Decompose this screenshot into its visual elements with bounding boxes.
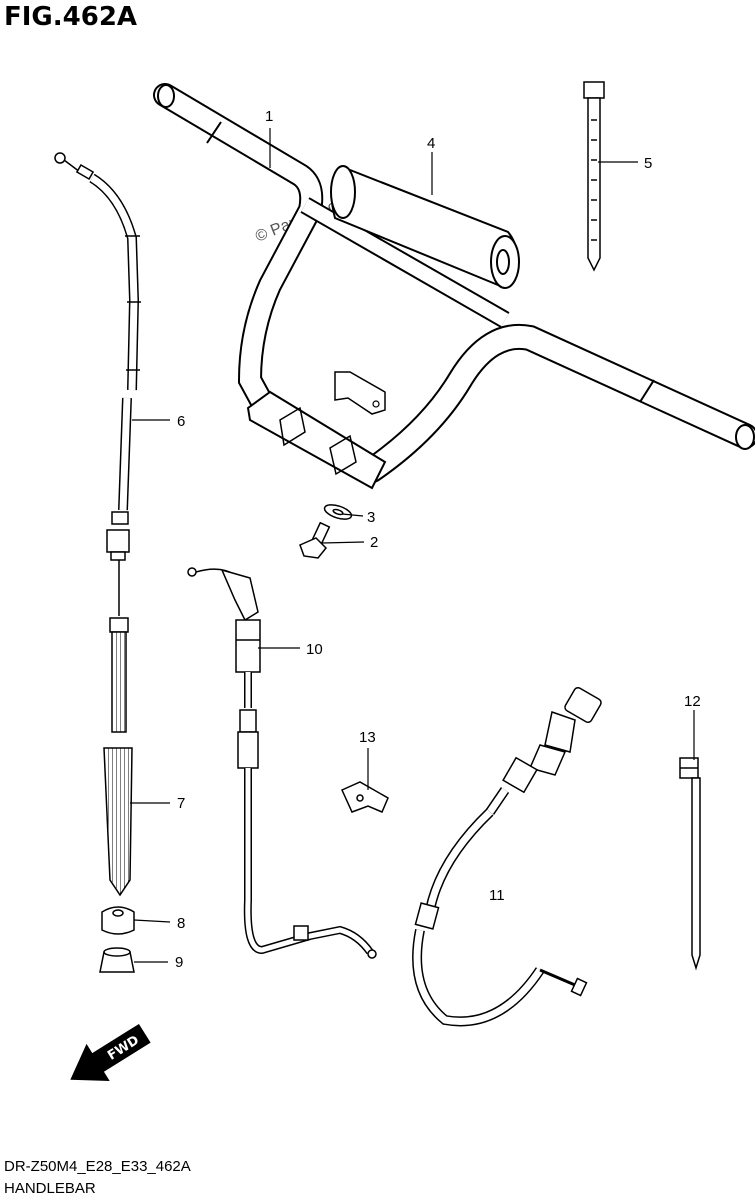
callout-9[interactable]: 9 (175, 954, 183, 971)
callout-13[interactable]: 13 (359, 729, 376, 746)
handlebar-part[interactable] (153, 83, 755, 490)
fwd-arrow-icon: FWD (70, 1023, 151, 1081)
callout-11[interactable]: 11 (489, 887, 505, 904)
cable-tie-part[interactable] (583, 81, 605, 272)
clutch-cable-part[interactable] (54, 152, 141, 733)
callout-7[interactable]: 7 (177, 795, 185, 812)
callout-6[interactable]: 6 (177, 413, 185, 430)
callout-12[interactable]: 12 (684, 693, 701, 710)
callout-5[interactable]: 5 (644, 155, 652, 172)
cable-nut-part[interactable] (99, 947, 135, 973)
callout-2[interactable]: 2 (370, 534, 378, 551)
clamp-tie-part[interactable] (679, 757, 701, 971)
cable-boot-part[interactable] (103, 747, 133, 897)
callout-3[interactable]: 3 (367, 509, 375, 526)
choke-cable-part[interactable] (412, 686, 602, 1027)
throttle-cable-part[interactable] (187, 567, 377, 959)
handlebar-pad-part[interactable] (330, 165, 520, 289)
cable-clip-part[interactable] (341, 781, 389, 813)
callout-8[interactable]: 8 (177, 915, 185, 932)
figure-code: DR-Z50M4_E28_E33_462A (4, 1158, 191, 1175)
figure-name: HANDLEBAR (4, 1180, 96, 1197)
cable-collar-part[interactable] (101, 906, 135, 935)
washer-part[interactable] (323, 502, 353, 522)
callout-10[interactable]: 10 (306, 641, 323, 658)
callout-1[interactable]: 1 (265, 108, 273, 125)
bolt-part[interactable] (299, 521, 331, 559)
figure-title: FIG.462A (4, 2, 138, 32)
callout-4[interactable]: 4 (427, 135, 435, 152)
